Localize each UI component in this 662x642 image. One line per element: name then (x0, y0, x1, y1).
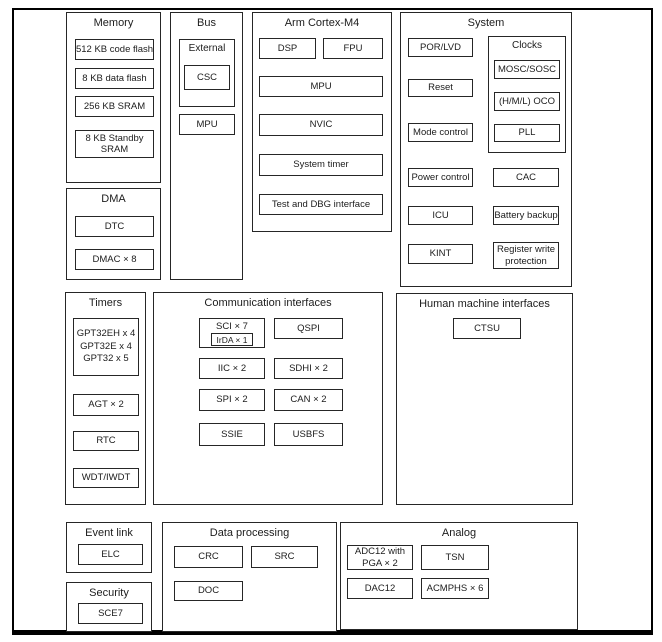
gpt-line-2: GPT32E x 4 (80, 340, 132, 352)
block-reset: Reset (408, 79, 473, 97)
memory-section: Memory 512 KB code flash 8 KB data flash… (66, 12, 161, 183)
block-dmac: DMAC × 8 (75, 249, 154, 270)
block-bus-mpu: MPU (179, 114, 235, 135)
analog-title: Analog (441, 527, 477, 539)
cortex-section: Arm Cortex-M4 DSP FPU MPU NVIC System ti… (252, 12, 392, 232)
dma-section: DMA DTC DMAC × 8 (66, 188, 161, 280)
block-acmphs: ACMPHS × 6 (421, 578, 489, 599)
block-8kb-standby-sram: 8 KB Standby SRAM (75, 130, 154, 158)
hmi-section: Human machine interfaces CTSU (396, 293, 573, 505)
block-iic: IIC × 2 (199, 358, 265, 379)
block-mode-control: Mode control (408, 123, 473, 142)
data-processing-title: Data processing (209, 527, 290, 539)
block-csc: CSC (184, 65, 230, 90)
block-rtc: RTC (73, 431, 139, 451)
block-dtc: DTC (75, 216, 154, 237)
comm-title: Communication interfaces (204, 297, 332, 309)
block-icu: ICU (408, 206, 473, 225)
block-kint: KINT (408, 244, 473, 264)
block-512kb-code-flash: 512 KB code flash (75, 39, 154, 60)
block-sci: SCI × 7 IrDA × 1 (199, 318, 265, 348)
hmi-title: Human machine interfaces (419, 298, 550, 310)
event-link-title: Event link (85, 527, 133, 539)
block-mosc-sosc: MOSC/SOSC (494, 60, 560, 79)
block-ssie: SSIE (199, 423, 265, 446)
comm-section: Communication interfaces SCI × 7 IrDA × … (153, 292, 383, 505)
clocks-title: Clocks (511, 40, 542, 51)
block-qspi: QSPI (274, 318, 343, 339)
block-ctsu: CTSU (453, 318, 521, 339)
block-256kb-sram: 256 KB SRAM (75, 96, 154, 117)
block-irda: IrDA × 1 (211, 333, 253, 346)
dma-title: DMA (101, 193, 126, 205)
gpt-line-3: GPT32 x 5 (83, 353, 129, 365)
block-spi: SPI × 2 (199, 389, 265, 411)
block-agt: AGT × 2 (73, 394, 139, 416)
gpt-line-1: GPT32EH x 4 (76, 327, 136, 339)
bus-external-group: External CSC (179, 39, 235, 107)
block-wdt-iwdt: WDT/IWDT (73, 468, 139, 488)
cortex-title: Arm Cortex-M4 (284, 17, 360, 29)
block-hml-oco: (H/M/L) OCO (494, 92, 560, 111)
clocks-group: Clocks MOSC/SOSC (H/M/L) OCO PLL (488, 36, 566, 153)
block-fpu: FPU (323, 38, 383, 59)
bus-section: Bus External CSC MPU (170, 12, 243, 280)
block-register-write-protection: Register write protection (493, 242, 559, 269)
block-cac: CAC (493, 168, 559, 187)
block-test-dbg-interface: Test and DBG interface (259, 194, 383, 215)
block-power-control: Power control (408, 168, 473, 187)
block-sdhi: SDHI × 2 (274, 358, 343, 379)
event-link-section: Event link ELC (66, 522, 152, 573)
block-8kb-data-flash: 8 KB data flash (75, 68, 154, 89)
security-title: Security (89, 587, 129, 599)
memory-title: Memory (93, 17, 134, 29)
bus-external-label: External (188, 43, 226, 54)
security-section: Security SCE7 (66, 582, 152, 632)
timers-title: Timers (88, 297, 123, 309)
block-src: SRC (251, 546, 318, 568)
block-dac12: DAC12 (347, 578, 413, 599)
system-section: System POR/LVD Reset Mode control Power … (400, 12, 572, 287)
block-can: CAN × 2 (274, 389, 343, 411)
block-system-timer: System timer (259, 154, 383, 176)
block-doc: DOC (174, 581, 243, 601)
analog-section: Analog ADC12 with PGA × 2 TSN DAC12 ACMP… (340, 522, 578, 630)
timers-section: Timers GPT32EH x 4 GPT32E x 4 GPT32 x 5 … (65, 292, 146, 505)
block-por-lvd: POR/LVD (408, 38, 473, 57)
block-sce7: SCE7 (78, 603, 143, 624)
system-title: System (467, 17, 505, 29)
block-usbfs: USBFS (274, 423, 343, 446)
block-pll: PLL (494, 124, 560, 142)
block-tsn: TSN (421, 545, 489, 570)
block-adc12-pga: ADC12 with PGA × 2 (347, 545, 413, 570)
block-cortex-mpu: MPU (259, 76, 383, 97)
block-crc: CRC (174, 546, 243, 568)
bus-title: Bus (197, 17, 216, 29)
sci-label: SCI × 7 (216, 321, 248, 332)
block-elc: ELC (78, 544, 143, 565)
block-battery-backup: Battery backup (493, 206, 559, 225)
block-dsp: DSP (259, 38, 316, 59)
data-processing-section: Data processing CRC SRC DOC (162, 522, 337, 632)
block-gpt: GPT32EH x 4 GPT32E x 4 GPT32 x 5 (73, 318, 139, 376)
block-nvic: NVIC (259, 114, 383, 136)
